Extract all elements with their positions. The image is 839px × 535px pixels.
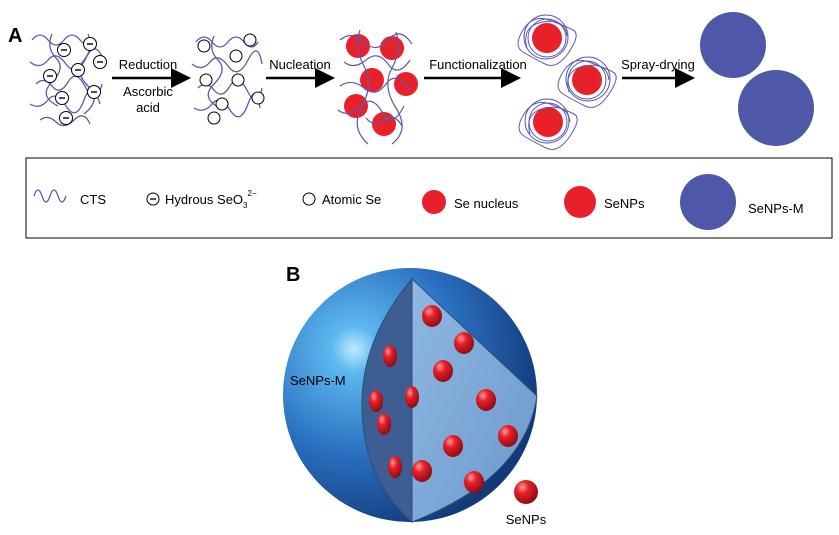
senps-label: SeNPs	[506, 512, 547, 527]
hydrous-ions	[43, 37, 107, 125]
legend-hydrous: Hydrous SeO32−	[165, 189, 257, 210]
legend-cts: CTS	[80, 192, 106, 207]
atomic-se-dots	[197, 33, 265, 125]
panel-a-label: A	[8, 25, 22, 47]
reduction-label: Reduction	[119, 57, 178, 72]
senp-3	[518, 98, 578, 150]
legend-senps-m: SeNPs-M	[748, 201, 804, 216]
legend-senps: SeNPs	[604, 196, 645, 211]
legend-senps-m-icon	[680, 174, 736, 230]
microsphere-1	[700, 12, 766, 78]
senp-2	[557, 56, 617, 108]
ion-minus-signs	[47, 43, 103, 119]
legend-cts-icon	[33, 189, 67, 203]
senp-1	[517, 14, 577, 66]
legend-nucleus-icon	[422, 190, 446, 214]
senps-m-label: SeNPs-M	[290, 373, 346, 388]
free-senp	[514, 480, 538, 504]
acid-label: acid	[136, 100, 160, 115]
panel-b-label: B	[286, 264, 300, 286]
microsphere-2	[738, 70, 814, 146]
legend-se-nucleus: Se nucleus	[454, 196, 519, 211]
stage-functionalized-senps	[517, 14, 617, 150]
functionalization-label: Functionalization	[429, 57, 527, 72]
ascorbic-label: Ascorbic	[123, 84, 173, 99]
embedded-senps	[369, 305, 518, 493]
nucleation-label: Nucleation	[269, 57, 330, 72]
cut-face-right	[411, 277, 538, 523]
legend-atomic-se: Atomic Se	[322, 192, 381, 207]
spray-drying-label: Spray-drying	[621, 57, 695, 72]
legend-senps-icon	[564, 186, 596, 218]
legend-atomic-icon	[302, 192, 316, 206]
stage-se-nuclei	[337, 29, 418, 145]
